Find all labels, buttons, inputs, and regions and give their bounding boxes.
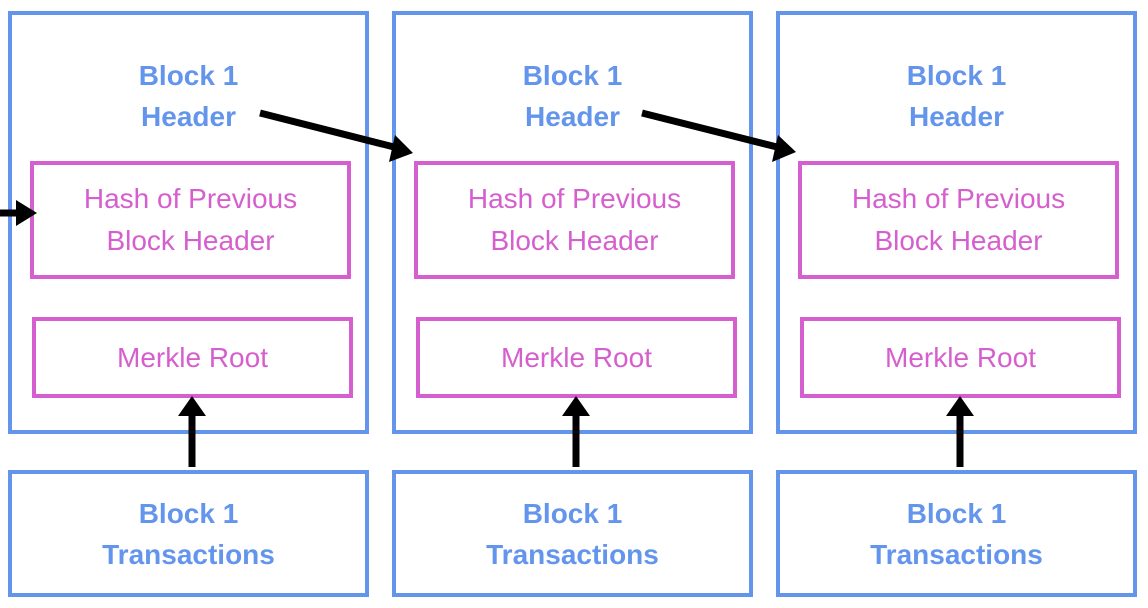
block-transactions-1-line2: Transactions <box>102 538 275 570</box>
block-header-1-title: Block 1 Header <box>12 55 365 137</box>
block-header-1: Block 1 Header Hash of Previous Block He… <box>8 11 369 434</box>
block-header-3-title: Block 1 Header <box>780 55 1133 137</box>
block-header-2: Block 1 Header Hash of Previous Block He… <box>392 11 753 434</box>
block-transactions-3-line2: Transactions <box>870 538 1043 570</box>
block-3-prev-hash-line2: Block Header <box>874 225 1043 256</box>
block-1-prev-hash-line1: Hash of Previous <box>83 183 298 214</box>
block-transactions-1: Block 1 Transactions <box>8 470 369 597</box>
block-1-merkle-root-box: Merkle Root <box>32 317 353 398</box>
block-1-merkle-root-label: Merkle Root <box>117 341 268 373</box>
block-2-merkle-root-box: Merkle Root <box>416 317 737 398</box>
block-3-merkle-root-box: Merkle Root <box>800 317 1121 398</box>
block-header-1-title-line2: Header <box>141 101 236 132</box>
block-3-prev-hash-line1: Hash of Previous <box>851 183 1066 214</box>
block-transactions-2-line1: Block 1 <box>522 497 623 529</box>
block-transactions-2: Block 1 Transactions <box>392 470 753 597</box>
block-transactions-2-line2: Transactions <box>486 538 659 570</box>
block-2-prev-hash-line2: Block Header <box>490 225 659 256</box>
block-transactions-3: Block 1 Transactions <box>776 470 1137 597</box>
block-2-merkle-root-label: Merkle Root <box>501 341 652 373</box>
block-1-prev-hash-line2: Block Header <box>106 225 275 256</box>
block-transactions-3-line1: Block 1 <box>906 497 1007 529</box>
block-1-prev-hash-box: Hash of Previous Block Header <box>30 161 351 279</box>
block-2-prev-hash-box: Hash of Previous Block Header <box>414 161 735 279</box>
block-header-3-title-line1: Block 1 <box>906 60 1007 91</box>
block-header-3: Block 1 Header Hash of Previous Block He… <box>776 11 1137 434</box>
block-header-3-title-line2: Header <box>909 101 1004 132</box>
block-3-prev-hash-box: Hash of Previous Block Header <box>798 161 1119 279</box>
block-header-1-title-line1: Block 1 <box>138 60 239 91</box>
block-3-merkle-root-label: Merkle Root <box>885 341 1036 373</box>
block-header-2-title-line1: Block 1 <box>522 60 623 91</box>
block-transactions-1-line1: Block 1 <box>138 497 239 529</box>
block-2-prev-hash-line1: Hash of Previous <box>467 183 682 214</box>
block-header-2-title-line2: Header <box>525 101 620 132</box>
block-header-2-title: Block 1 Header <box>396 55 749 137</box>
